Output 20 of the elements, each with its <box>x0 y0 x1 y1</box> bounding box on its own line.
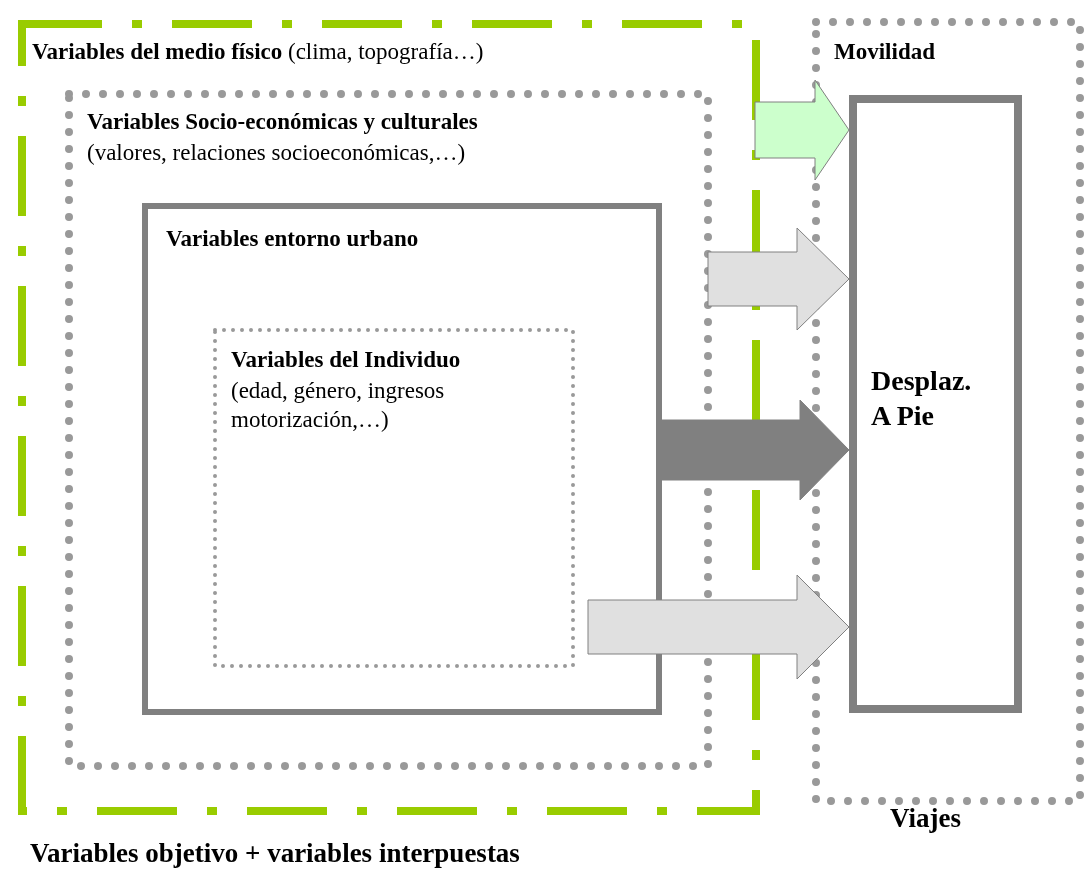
block-arrow <box>587 574 850 680</box>
heading: Movilidad <box>834 38 936 66</box>
heading: Variables del Individuo <box>231 346 462 374</box>
block-arrow <box>754 79 850 181</box>
heading: Variables del medio físico (clima, topografía…) <box>32 38 485 66</box>
description: (edad, género, ingresos motorización,…) <box>231 376 446 434</box>
solid-frame <box>849 95 1022 713</box>
dotted-frame <box>812 18 1084 805</box>
dotted-frame <box>213 328 575 668</box>
heading: Desplaz. A Pie <box>871 364 973 433</box>
block-arrow <box>661 399 850 501</box>
dotted-frame <box>65 90 712 770</box>
block-arrow <box>707 227 850 331</box>
solid-frame <box>142 203 662 715</box>
dash-dot-frame <box>18 20 760 815</box>
description: (valores, relaciones socioeconómicas,…) <box>87 138 467 167</box>
heading: Variables entorno urbano <box>166 225 420 253</box>
caption: Variables objetivo + variables interpuestas <box>30 838 520 869</box>
heading: Variables Socio-económicas y culturales <box>87 108 479 136</box>
node-label: Viajes <box>890 803 961 834</box>
